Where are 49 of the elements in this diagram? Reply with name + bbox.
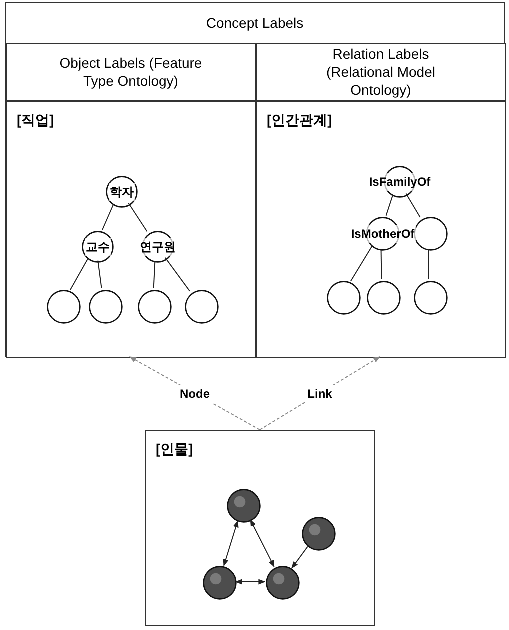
connector-line: [386, 194, 394, 216]
panel-label: [인물]: [156, 440, 194, 459]
node-label: 학자: [109, 183, 135, 201]
circle-node: [327, 281, 361, 315]
node-label: 교수: [85, 238, 111, 256]
node-label: IsFamilyOf: [368, 173, 432, 191]
filled-circle: [203, 566, 237, 600]
connector-line: [428, 248, 430, 280]
circle-node: [138, 290, 172, 324]
connector-line: [164, 257, 190, 292]
circle-node: [185, 290, 219, 324]
header-text: Relation Labels (Relational Model Ontology): [326, 45, 436, 100]
arrow: [292, 546, 308, 569]
edge-label: Node: [178, 384, 212, 402]
connector-line: [128, 202, 148, 232]
filled-circle: [302, 517, 336, 551]
circle-node: [89, 290, 123, 324]
circle-node: [414, 281, 448, 315]
arrow: [235, 579, 266, 585]
header-cell: [6, 43, 256, 101]
connector-line: [70, 258, 89, 291]
arrow: [223, 520, 239, 566]
connector-line: [380, 248, 382, 280]
connector-line: [98, 260, 102, 289]
node-label: 연구원: [139, 238, 177, 256]
panel-box: [145, 430, 375, 626]
edge-label: Link: [306, 384, 334, 402]
circle-node: [414, 217, 448, 251]
panel-box: [256, 101, 506, 358]
panel-box: [6, 101, 256, 358]
panel-label: [인간관계]: [267, 111, 332, 130]
circle-node: [82, 231, 114, 263]
title-text: Concept Labels: [205, 14, 305, 33]
filled-circle: [266, 566, 300, 600]
table-frame: [5, 2, 505, 357]
connector-line: [406, 193, 421, 218]
header-text: Object Labels (Feature Type Ontology): [58, 54, 204, 91]
panel-label: [직업]: [17, 111, 54, 130]
filled-circle: [227, 489, 261, 523]
arrow: [250, 520, 275, 568]
circle-node: [367, 281, 401, 315]
node-label: IsMotherOf: [350, 225, 416, 243]
connector-line: [350, 246, 373, 282]
circle-node: [142, 231, 174, 263]
connector-line: [153, 260, 156, 289]
connector-line: [102, 204, 114, 231]
circle-node: [106, 176, 138, 208]
circle-node: [47, 290, 81, 324]
header-cell: [256, 43, 506, 101]
